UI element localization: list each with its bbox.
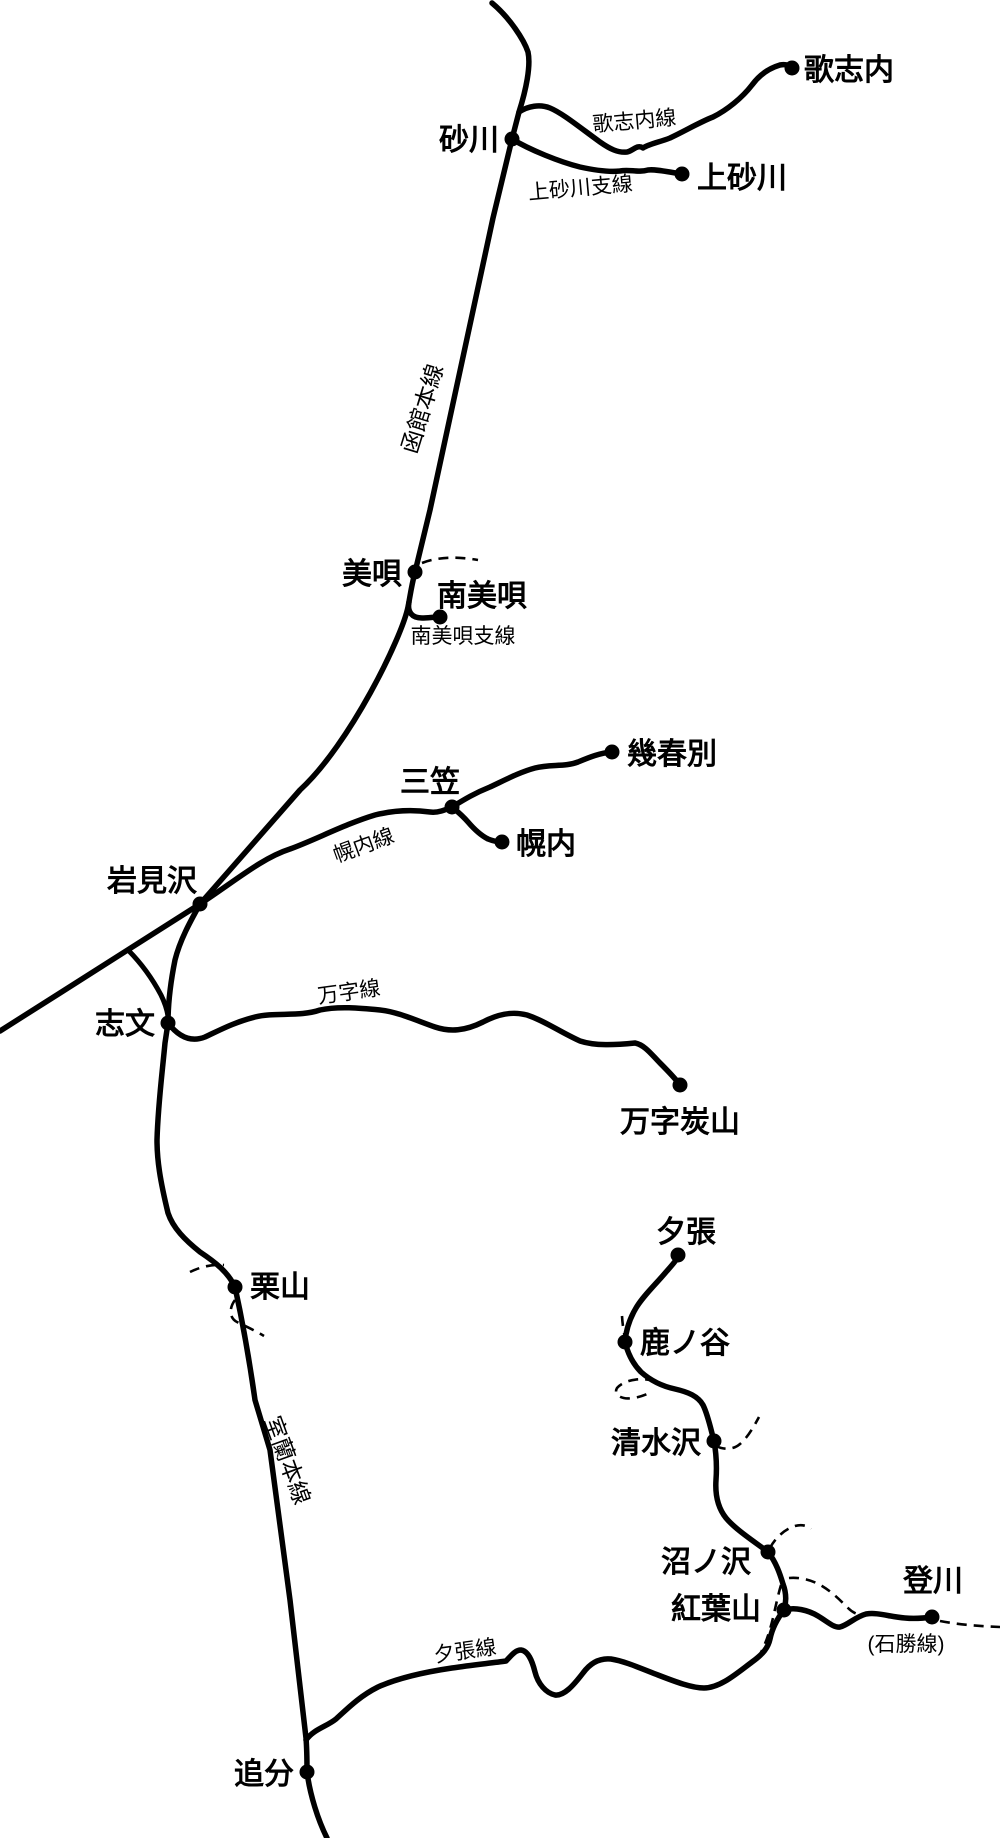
station-dot-utashinai [784, 60, 800, 76]
yubari-line-path [303, 1607, 787, 1743]
line-label-muroran-main: 室蘭本線 [260, 1413, 316, 1508]
station-dot-oiwake [299, 1764, 315, 1780]
station-label-shikanotani: 鹿ノ谷 [640, 1326, 730, 1360]
station-dot-mikasa [444, 799, 460, 815]
station-label-ikushunbetsu: 幾春別 [627, 738, 717, 771]
kamisunagawa-branch-path [509, 136, 685, 177]
station-dot-bibai [407, 564, 423, 580]
station-labels: 歌志内 砂川 上砂川 美唄 南美唄 幾春別 三笠 幌内 岩見沢 志文 万字炭山 … [95, 54, 963, 1791]
station-dot-shimizusawa [706, 1433, 722, 1449]
noborikawa-branch-path [781, 1606, 935, 1630]
line-label-minami-bibai: 南美唄支線 [411, 625, 516, 648]
dashed-shimizusawa-northeast [715, 1416, 761, 1451]
line-label-utashinai: 歌志内線 [592, 106, 678, 136]
station-dot-ikushunbetsu [604, 744, 620, 760]
station-label-sunagawa: 砂川 [439, 124, 499, 157]
station-dot-kamisunagawa [674, 166, 690, 182]
station-dot-noborikawa [924, 1609, 940, 1625]
station-dot-numanosawa [760, 1544, 776, 1560]
station-dot-shibun [160, 1015, 176, 1031]
ikushunbetsu-branch-path [449, 749, 615, 810]
station-label-mikasa: 三笠 [400, 765, 460, 799]
station-label-yubari: 夕張 [656, 1216, 716, 1249]
station-label-iwamizawa: 岩見沢 [107, 865, 198, 898]
station-label-oiwake: 追分 [234, 1757, 294, 1791]
rail-lines [0, 0, 935, 1838]
dashed-kuriyama-southeast [229, 1299, 265, 1338]
station-label-shibun: 志文 [95, 1007, 155, 1041]
hakodate-main-line-path [0, 0, 532, 1034]
station-label-horonai: 幌内 [516, 828, 576, 861]
dashed-sekisho-east [939, 1619, 1000, 1629]
iwamizawa-delta-connector-path [125, 947, 171, 1019]
station-dot-shikanotani [617, 1334, 633, 1350]
station-label-shimizusawa: 清水沢 [611, 1427, 702, 1460]
muroran-main-line-path [154, 901, 330, 1838]
station-label-minami-bibai: 南美唄 [437, 579, 527, 613]
dashed-momijiyama-parallel [757, 1584, 783, 1657]
manji-line-path [165, 1004, 683, 1088]
station-dot-yubari [670, 1247, 686, 1263]
station-label-kuriyama: 栗山 [250, 1271, 310, 1304]
line-label-manji: 万字線 [316, 977, 382, 1009]
station-dot-momijiyama [776, 1602, 792, 1618]
station-dot-minami-bibai [432, 609, 448, 625]
line-label-kamisunagawa: 上砂川支線 [527, 172, 634, 204]
station-label-momijiyama: 紅葉山 [671, 1593, 761, 1626]
line-label-sekisho: (石勝線) [868, 1633, 945, 1656]
station-dot-horonai [494, 834, 510, 850]
horonai-branch-path [449, 804, 505, 845]
station-label-numanosawa: 沼ノ沢 [661, 1546, 752, 1579]
station-label-utashinai: 歌志内 [804, 54, 894, 87]
dashed-shikanotani-loop [614, 1377, 656, 1400]
utashinai-line-path [516, 61, 795, 155]
line-label-hakodate-main: 函館本線 [396, 361, 448, 457]
dashed-bibai-stub [421, 556, 479, 565]
line-labels: 函館本線 歌志内線 上砂川支線 南美唄支線 幌内線 万字線 室蘭本線 夕張線 (… [260, 106, 945, 1667]
station-label-kamisunagawa: 上砂川 [697, 162, 787, 195]
dashed-planned-lines [189, 556, 1000, 1657]
station-label-bibai: 美唄 [342, 557, 402, 591]
station-dots [160, 60, 940, 1780]
dashed-kuriyama-west [189, 1263, 225, 1274]
station-label-noborikawa: 登川 [902, 1565, 963, 1598]
station-dot-iwamizawa [192, 896, 208, 912]
dashed-momijiyama-northeast [788, 1576, 861, 1617]
horonai-line-west-path [197, 804, 455, 907]
station-dot-manji-tanzan [672, 1077, 688, 1093]
station-label-manji-tanzan: 万字炭山 [620, 1105, 740, 1139]
station-dot-sunagawa [504, 131, 520, 147]
dashed-numanosawa-northeast [768, 1523, 812, 1549]
station-dot-kuriyama [227, 1279, 243, 1295]
